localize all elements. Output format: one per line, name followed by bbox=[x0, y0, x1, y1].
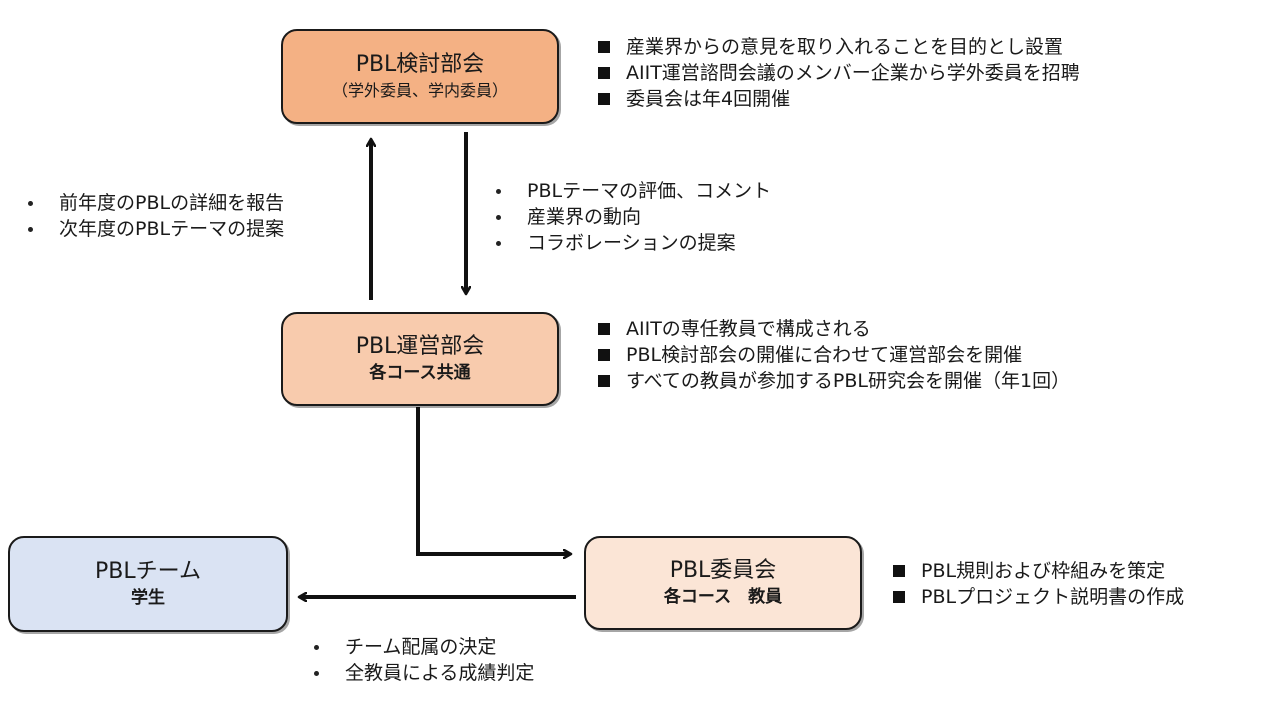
square-bullet-icon bbox=[598, 93, 610, 105]
edge-label: チーム配属の決定 bbox=[308, 634, 534, 660]
arrow-steering-to-committee bbox=[416, 407, 570, 554]
square-bullet-icon bbox=[598, 323, 610, 335]
review-committee-notes: 産業界からの意見を取り入れることを目的とし設置 AIIT運営諮問会議のメンバー企… bbox=[598, 34, 1080, 112]
edge-label: PBLテーマの評価、コメント bbox=[490, 178, 771, 204]
note-item: PBL検討部会の開催に合わせて運営部会を開催 bbox=[598, 342, 1070, 368]
bullet-icon bbox=[28, 200, 33, 206]
edge-label: 次年度のPBLテーマの提案 bbox=[22, 216, 284, 242]
edge-labels-steering-to-review: 前年度のPBLの詳細を報告 次年度のPBLテーマの提案 bbox=[22, 190, 284, 242]
bullet-icon bbox=[496, 188, 501, 194]
edge-label: 産業界の動向 bbox=[490, 204, 771, 230]
bullet-icon bbox=[28, 226, 33, 232]
square-bullet-icon bbox=[893, 565, 905, 577]
node-title: PBL委員会 bbox=[669, 558, 777, 583]
bullet-icon bbox=[496, 214, 501, 220]
square-bullet-icon bbox=[598, 41, 610, 53]
node-subtitle: 各コース 教員 bbox=[663, 587, 783, 607]
square-bullet-icon bbox=[598, 67, 610, 79]
square-bullet-icon bbox=[598, 349, 610, 361]
note-item: 委員会は年4回開催 bbox=[598, 86, 1080, 112]
bullet-icon bbox=[314, 670, 319, 676]
note-item: すべての教員が参加するPBL研究会を開催（年1回） bbox=[598, 368, 1070, 394]
edge-label: コラボレーションの提案 bbox=[490, 230, 771, 256]
node-subtitle: 学生 bbox=[131, 588, 165, 608]
bullet-icon bbox=[496, 240, 501, 246]
note-item: AIITの専任教員で構成される bbox=[598, 316, 1070, 342]
edge-labels-committee-to-team: チーム配属の決定 全教員による成績判定 bbox=[308, 634, 534, 686]
square-bullet-icon bbox=[598, 375, 610, 387]
edge-label: 前年度のPBLの詳細を報告 bbox=[22, 190, 284, 216]
steering-committee-notes: AIITの専任教員で構成される PBL検討部会の開催に合わせて運営部会を開催 す… bbox=[598, 316, 1070, 394]
node-review-committee: PBL検討部会 （学外委員、学内委員） bbox=[281, 29, 559, 124]
node-title: PBL運営部会 bbox=[355, 334, 485, 359]
node-pbl-team: PBLチーム 学生 bbox=[8, 536, 288, 632]
square-bullet-icon bbox=[893, 591, 905, 603]
bullet-icon bbox=[314, 644, 319, 650]
node-steering-committee: PBL運営部会 各コース共通 bbox=[281, 312, 559, 406]
edge-label: 全教員による成績判定 bbox=[308, 660, 534, 686]
node-title: PBLチーム bbox=[95, 559, 201, 584]
node-subtitle: 各コース共通 bbox=[369, 363, 471, 383]
note-item: PBL規則および枠組みを策定 bbox=[893, 558, 1184, 584]
node-title: PBL検討部会 bbox=[355, 51, 485, 77]
note-item: AIIT運営諮問会議のメンバー企業から学外委員を招聘 bbox=[598, 60, 1080, 86]
note-item: PBLプロジェクト説明書の作成 bbox=[893, 584, 1184, 610]
node-subtitle: （学外委員、学内委員） bbox=[331, 80, 508, 100]
pbl-committee-notes: PBL規則および枠組みを策定 PBLプロジェクト説明書の作成 bbox=[893, 558, 1184, 610]
note-item: 産業界からの意見を取り入れることを目的とし設置 bbox=[598, 34, 1080, 60]
node-pbl-committee: PBL委員会 各コース 教員 bbox=[584, 536, 862, 630]
edge-labels-review-to-steering: PBLテーマの評価、コメント 産業界の動向 コラボレーションの提案 bbox=[490, 178, 771, 256]
